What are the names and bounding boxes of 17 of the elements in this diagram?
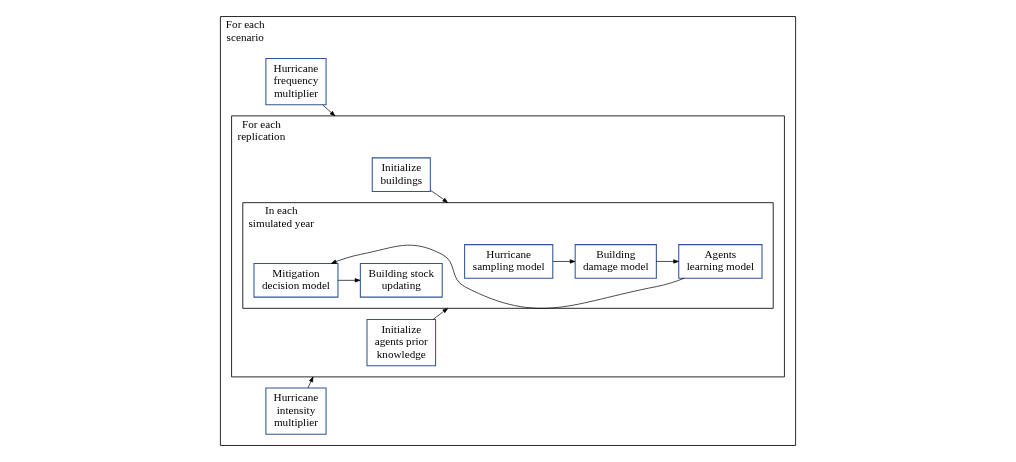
arrow — [656, 259, 679, 264]
node-box: Initialize agents prior knowledge — [366, 319, 437, 367]
arrow — [330, 244, 685, 309]
arrow — [307, 376, 314, 389]
node-box: Building stock updating — [359, 263, 443, 298]
node-box: Hurricane sampling model — [464, 244, 554, 279]
node-box: Building damage model — [574, 244, 657, 279]
node-box: Hurricane frequency multiplier — [265, 58, 327, 106]
node-box: Initialize buildings — [371, 157, 431, 192]
arrow — [322, 104, 336, 117]
node-box: Agents learning model — [678, 244, 763, 279]
arrow — [430, 190, 448, 203]
node-box: Mitigation decision model — [253, 263, 339, 298]
arrow — [337, 278, 361, 283]
arrow — [432, 307, 449, 320]
arrow — [552, 259, 576, 264]
node-box: Hurricane intensity multiplier — [265, 387, 327, 435]
